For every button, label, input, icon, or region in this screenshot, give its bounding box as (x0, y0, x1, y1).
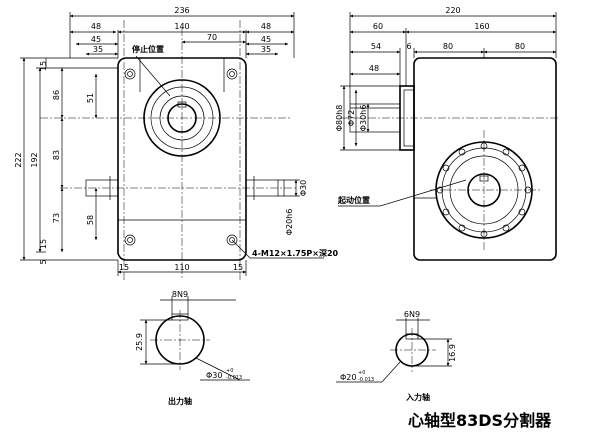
side-dim-54: 54 (371, 42, 381, 51)
front-dim-15-br: 15 (233, 263, 243, 272)
front-dim-15-bl: 15 (119, 263, 129, 272)
output-tol-upper: +0 (226, 368, 233, 374)
front-dim-236: 236 (174, 6, 189, 15)
front-dim-51: 51 (86, 93, 95, 103)
output-diameter: Φ30 (206, 371, 222, 380)
side-dim-80-a: 80 (443, 42, 453, 51)
side-dim-220: 220 (445, 6, 460, 15)
bolt-note: 4-M12×1.75P×深20 (252, 248, 339, 258)
front-dim-35-left: 35 (93, 45, 103, 54)
input-key-width: 6N9 (404, 310, 420, 319)
side-dim-6: 6 (406, 42, 411, 51)
front-dim-222: 222 (14, 152, 23, 167)
input-key-height: 16.9 (448, 344, 457, 362)
front-dim-15-bottom: 15 (39, 239, 48, 249)
side-dim-phi80h8: Φ80h8 (335, 105, 344, 132)
front-view: 236 48 140 48 45 70 45 35 35 停止位置 222 19… (14, 6, 339, 280)
front-dim-70: 70 (207, 33, 217, 42)
front-dim-86: 86 (52, 90, 61, 100)
stop-position-label: 停止位置 (132, 44, 164, 54)
front-dim-48-left: 48 (91, 22, 101, 31)
front-dim-phi20h6: Φ20h6 (285, 209, 294, 236)
front-dim-140: 140 (174, 22, 189, 31)
input-tol-upper: +0 (358, 370, 365, 376)
side-dim-phi72: Φ72 (347, 110, 356, 126)
input-tol-lower: -0.013 (358, 377, 374, 383)
input-diameter: Φ20 (340, 373, 356, 382)
front-dim-83: 83 (52, 150, 61, 160)
front-dim-48-right: 48 (261, 22, 271, 31)
side-dim-60: 60 (373, 22, 383, 31)
front-dim-45-right: 45 (261, 35, 271, 44)
output-tol-lower: -0.013 (226, 375, 242, 381)
front-dim-73: 73 (52, 213, 61, 223)
output-key-height: 25.9 (135, 333, 144, 351)
front-dim-45-left: 45 (91, 35, 101, 44)
front-dim-110: 110 (174, 263, 189, 272)
front-dim-15-top: 15 (39, 61, 48, 71)
front-dim-35-right: 35 (261, 45, 271, 54)
side-dim-phi30h6: Φ30h6 (359, 105, 368, 132)
side-view: 220 60 160 54 6 80 80 48 Φ80h8 Φ72 Φ30h6… (335, 6, 560, 261)
input-shaft-label: 入力轴 (405, 392, 430, 402)
drawing-title: 心轴型83DS分割器 (408, 411, 552, 430)
side-dim-48: 48 (369, 64, 379, 73)
front-dim-192: 192 (30, 152, 39, 167)
front-dim-58: 58 (86, 215, 95, 225)
output-key-width: 8N9 (172, 290, 188, 299)
front-dim-5: 5 (39, 259, 48, 264)
side-dim-160: 160 (474, 22, 489, 31)
output-shaft-label: 出力轴 (168, 396, 192, 406)
side-housing-outline (413, 57, 557, 261)
input-shaft-section: 6N9 16.9 Φ20 +0 -0.013 入力轴 (336, 310, 457, 402)
output-shaft-section: 8N9 25.9 Φ30 +0 -0.013 出力轴 (135, 290, 250, 406)
start-position-label: 起动位置 (337, 195, 370, 205)
side-dim-80-b: 80 (515, 42, 525, 51)
front-dim-phi30: Φ30 (299, 180, 308, 196)
